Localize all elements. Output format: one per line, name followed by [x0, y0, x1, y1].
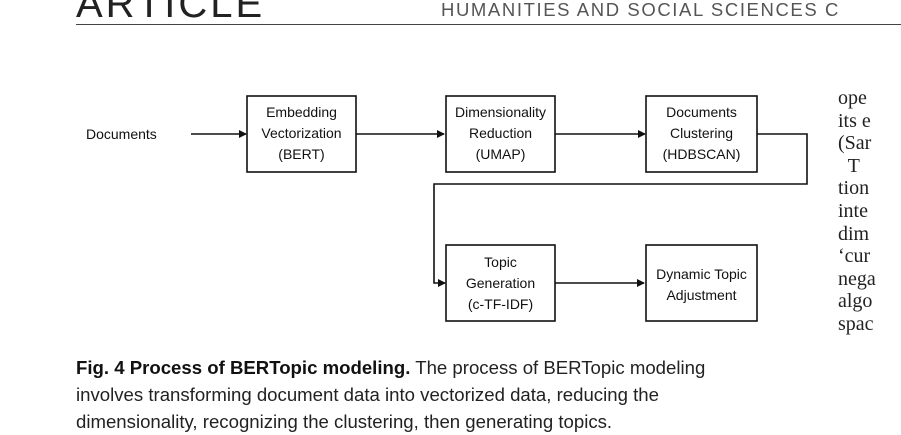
bertopic-process-diagram: Documents Embedding Vectorization (BERT)…	[86, 95, 808, 322]
documents-input-label: Documents	[86, 126, 157, 142]
side-line: spac	[838, 312, 874, 335]
caption-line-2: involves transforming document data into…	[76, 384, 659, 405]
clustering-line-1: Documents	[666, 104, 737, 120]
topic-generation-line-3: (c-TF-IDF)	[468, 296, 533, 312]
arrow-clustering-to-topic-generation	[433, 133, 808, 287]
box-embedding-vectorization	[246, 95, 357, 173]
figure-caption: Fig. 4 Process of BERTopic modeling. The…	[76, 354, 796, 435]
embedding-line-3: (BERT)	[278, 146, 324, 162]
dimreduction-line-3: (UMAP)	[476, 146, 526, 162]
side-line: nega	[838, 267, 876, 290]
box-dimensionality-reduction	[445, 95, 556, 173]
figure-label: Fig. 4 Process of BERTopic modeling.	[76, 357, 411, 378]
embedding-line-2: Vectorization	[261, 125, 341, 141]
adjacent-column-text: ope its e (Sar T tion inte dim ‘cur nega…	[838, 87, 876, 336]
adjustment-line-2: Adjustment	[666, 287, 736, 303]
side-line: its e	[838, 109, 871, 132]
box-topic-generation	[445, 244, 556, 322]
side-line: algo	[838, 290, 873, 313]
dimreduction-line-2: Reduction	[469, 125, 532, 141]
side-line: T	[838, 154, 860, 177]
topic-generation-line-1: Topic	[484, 254, 517, 270]
article-label: ARTICLE	[76, 0, 266, 26]
clustering-line-2: Clustering	[670, 125, 733, 141]
dimreduction-line-1: Dimensionality	[455, 104, 546, 120]
header-rule	[76, 24, 901, 25]
side-line: tion	[838, 177, 870, 200]
side-line: inte	[838, 199, 868, 222]
side-line: (Sar	[838, 132, 872, 155]
journal-name: HUMANITIES AND SOCIAL SCIENCES C	[441, 0, 840, 20]
box-dynamic-topic-adjustment	[645, 244, 758, 322]
side-line: ope	[838, 87, 867, 109]
caption-text-1: The process of BERTopic modeling	[410, 357, 706, 378]
caption-line-1: Fig. 4 Process of BERTopic modeling. The…	[76, 354, 796, 381]
topic-generation-line-2: Generation	[466, 275, 535, 291]
clustering-line-3: (HDBSCAN)	[663, 146, 741, 162]
box-documents-clustering	[645, 95, 758, 173]
embedding-line-1: Embedding	[266, 104, 337, 120]
side-line: dim	[838, 222, 870, 245]
side-line: ‘cur	[838, 245, 871, 268]
caption-line-3: dimensionality, recognizing the clusteri…	[76, 411, 613, 432]
adjustment-line-1: Dynamic Topic	[656, 266, 747, 282]
